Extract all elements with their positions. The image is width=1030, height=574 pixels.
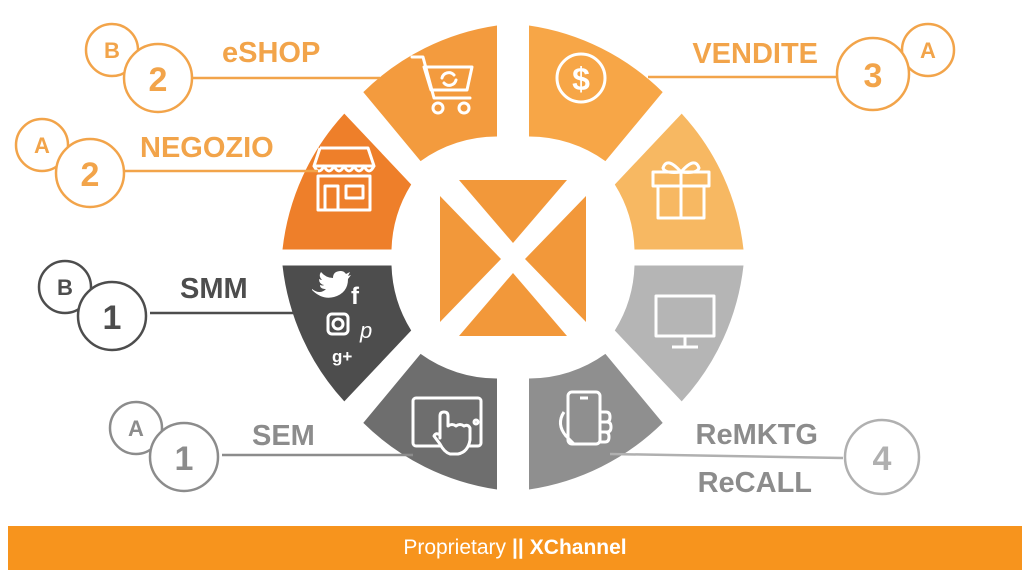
number-text: 4	[873, 440, 892, 478]
segment-eshop	[363, 25, 497, 162]
channel-label: NEGOZIO	[140, 132, 274, 164]
callout-remktg: 4 ReMKTG ReCALL	[696, 418, 921, 499]
smartphone-hand-icon	[559, 390, 613, 446]
letter-circle	[900, 22, 956, 78]
segment-vendite	[529, 25, 663, 162]
tablet-touch-icon	[411, 396, 483, 456]
monitor-icon	[654, 294, 716, 349]
number-text: 2	[149, 61, 168, 99]
letter-circle	[108, 400, 164, 456]
footer-bar: Proprietary || XChannel	[8, 526, 1022, 570]
callout-eshop: B 2 eSHOP	[84, 22, 320, 114]
channel-label: VENDITE	[692, 38, 818, 70]
number-circle	[122, 42, 194, 114]
footer-proprietary: Proprietary	[403, 536, 507, 559]
number-text: 1	[175, 440, 194, 478]
gift-icon	[651, 161, 711, 220]
leader-line-remktg	[609, 452, 844, 460]
channel-label: SEM	[252, 420, 315, 452]
letter-text: A	[920, 38, 936, 63]
number-text: 3	[864, 57, 883, 95]
number-text: 2	[81, 156, 100, 194]
segment-monitor	[614, 265, 744, 402]
leader-lines	[125, 75, 844, 460]
callout-smm: B 1 SMM	[37, 259, 248, 352]
number-circle	[843, 418, 921, 496]
store-icon	[312, 146, 376, 212]
facebook-icon: f	[351, 283, 360, 310]
twitter-icon	[312, 271, 351, 298]
callout-vendite: A 3 VENDITE	[692, 22, 956, 112]
footer-separator: ||	[512, 536, 524, 559]
letter-circle	[37, 259, 93, 315]
cart-icon	[410, 55, 474, 115]
number-circle	[835, 36, 911, 112]
callout-negozio: A 2 NEGOZIO	[14, 117, 274, 209]
segment-remktg	[529, 353, 663, 490]
number-circle	[54, 137, 126, 209]
callout-sem: A 1 SEM	[108, 400, 315, 493]
letter-text: A	[128, 416, 144, 441]
number-circle	[76, 280, 148, 352]
svg-text:$: $	[572, 61, 590, 97]
segment-negozio	[282, 113, 412, 250]
google-plus-icon: g+	[332, 347, 352, 366]
channel-label: eSHOP	[222, 37, 320, 69]
letter-text: A	[34, 133, 50, 158]
channel-label: ReMKTG	[696, 419, 818, 451]
footer-brand: XChannel	[529, 536, 627, 559]
number-text: 1	[103, 299, 122, 337]
letter-circle	[14, 117, 70, 173]
channel-label: SMM	[180, 273, 248, 305]
number-circle	[148, 421, 220, 493]
segment-sem	[363, 353, 497, 490]
letter-text: B	[104, 38, 120, 63]
letter-text: B	[57, 275, 73, 300]
channel-label-secondary: ReCALL	[698, 467, 812, 499]
x-logo	[440, 180, 586, 336]
social-icons: f p g+	[312, 271, 372, 366]
segment-gift	[614, 113, 744, 250]
instagram-icon	[326, 312, 350, 336]
dollar-icon: $	[555, 52, 607, 104]
pinterest-icon: p	[359, 318, 372, 343]
